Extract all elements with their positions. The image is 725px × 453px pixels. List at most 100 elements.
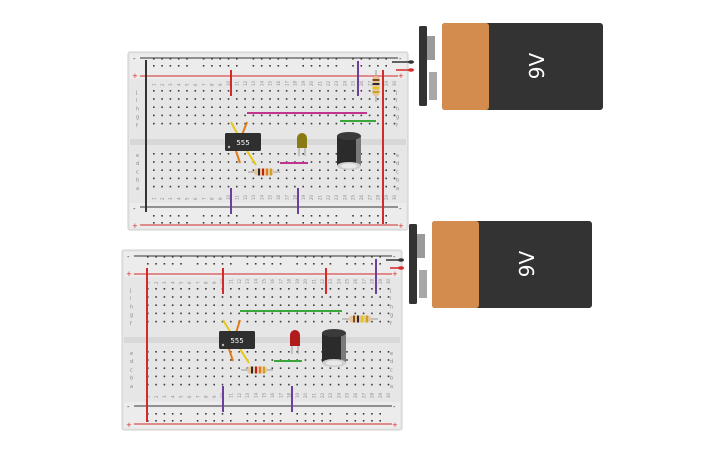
ic-555-chip[interactable]: 555 bbox=[219, 331, 255, 349]
terminal-hole bbox=[155, 359, 157, 361]
resistor-horizontal[interactable] bbox=[241, 366, 273, 374]
row-letter: i bbox=[390, 296, 391, 302]
terminal-hole bbox=[279, 320, 282, 323]
row-letter: e bbox=[390, 351, 393, 357]
terminal-hole bbox=[153, 177, 155, 180]
led-yellow[interactable] bbox=[297, 133, 307, 156]
led-red[interactable] bbox=[290, 330, 300, 354]
row-letter: h bbox=[390, 304, 393, 310]
terminal-hole bbox=[371, 288, 373, 290]
terminal-hole bbox=[352, 185, 354, 188]
wire-orange-lower[interactable] bbox=[228, 348, 234, 362]
terminal-hole bbox=[387, 312, 390, 315]
resistor-vertical[interactable] bbox=[372, 70, 380, 102]
wire-yellow-upper[interactable] bbox=[230, 121, 239, 136]
terminal-hole bbox=[244, 114, 246, 117]
terminal-hole bbox=[385, 169, 387, 171]
terminal-hole bbox=[327, 161, 329, 163]
capacitor-electrolytic[interactable] bbox=[322, 329, 346, 367]
terminal-hole bbox=[302, 90, 304, 92]
wire-orange-lower[interactable] bbox=[235, 150, 241, 164]
terminal-hole bbox=[254, 383, 257, 386]
terminal-hole bbox=[377, 106, 379, 108]
terminal-hole bbox=[277, 114, 280, 117]
hole-grid bbox=[153, 58, 396, 224]
terminal-hole bbox=[352, 114, 354, 117]
rail-hole bbox=[169, 58, 172, 60]
terminal-hole bbox=[337, 296, 340, 298]
rail-hole bbox=[246, 413, 249, 415]
terminal-hole bbox=[346, 296, 348, 298]
row-letter: d bbox=[390, 359, 393, 365]
rail-hole bbox=[360, 65, 363, 67]
terminal-hole bbox=[346, 312, 348, 315]
rail-hole bbox=[227, 58, 230, 60]
terminal-hole bbox=[161, 98, 163, 100]
terminal-hole bbox=[354, 296, 357, 298]
column-number: 2 bbox=[160, 197, 165, 200]
wire-yellow-lower[interactable] bbox=[246, 150, 257, 166]
row-letter: g bbox=[396, 115, 399, 121]
rail-hole bbox=[327, 65, 329, 67]
wire-yellow-lower[interactable] bbox=[239, 348, 250, 364]
wire-orange-upper[interactable] bbox=[241, 121, 248, 136]
column-number: 24 bbox=[342, 80, 347, 86]
row-letter: i bbox=[136, 98, 137, 104]
resistor-horizontal-right[interactable] bbox=[342, 315, 378, 323]
terminal-hole bbox=[221, 312, 224, 315]
wire-yellow-upper[interactable] bbox=[222, 319, 232, 334]
terminal-hole bbox=[186, 185, 188, 188]
ic-555-chip[interactable]: 555 bbox=[225, 133, 261, 151]
terminal-hole bbox=[368, 169, 371, 171]
terminal-hole bbox=[385, 98, 387, 100]
terminal-hole bbox=[271, 288, 274, 290]
terminal-hole bbox=[296, 320, 298, 323]
terminal-hole bbox=[321, 304, 323, 306]
terminal-hole bbox=[321, 320, 323, 323]
terminal-hole bbox=[329, 312, 332, 315]
rail-hole bbox=[354, 256, 357, 258]
column-number: 25 bbox=[345, 278, 350, 284]
rail-hole bbox=[246, 263, 249, 265]
row-letter: e bbox=[130, 351, 133, 357]
rail-hole bbox=[379, 263, 381, 265]
resistor-horizontal[interactable] bbox=[248, 168, 280, 176]
rail-hole bbox=[171, 256, 174, 258]
battery-9v[interactable]: 9V bbox=[392, 23, 603, 110]
terminal-hole bbox=[296, 351, 298, 353]
capacitor-electrolytic[interactable] bbox=[337, 132, 361, 170]
rail-hole bbox=[180, 263, 182, 265]
rail-hole bbox=[205, 263, 207, 265]
rail-hole bbox=[211, 65, 213, 67]
terminal-hole bbox=[238, 288, 240, 290]
column-number: 5 bbox=[179, 395, 184, 398]
terminal-hole bbox=[321, 367, 323, 369]
terminal-hole bbox=[354, 288, 357, 290]
terminal-hole bbox=[379, 367, 381, 369]
battery-9v[interactable]: 9V bbox=[386, 221, 592, 308]
rail-hole bbox=[335, 222, 338, 224]
terminal-hole bbox=[304, 359, 307, 361]
terminal-hole bbox=[221, 296, 224, 298]
terminal-hole bbox=[379, 351, 381, 353]
rail-hole bbox=[221, 420, 224, 422]
rail-hole bbox=[260, 215, 263, 217]
column-number: 12 bbox=[237, 278, 242, 284]
terminal-hole bbox=[171, 296, 174, 298]
terminal-hole bbox=[221, 375, 224, 378]
terminal-hole bbox=[319, 90, 321, 92]
rail-hole bbox=[362, 263, 365, 265]
rail-hole bbox=[260, 65, 263, 67]
terminal-hole bbox=[227, 122, 230, 125]
terminal-hole bbox=[188, 367, 191, 369]
terminal-hole bbox=[310, 185, 313, 188]
column-number: 29 bbox=[384, 80, 389, 86]
terminal-hole bbox=[327, 90, 329, 92]
rail-hole bbox=[377, 58, 379, 60]
wire-orange-upper[interactable] bbox=[235, 319, 241, 334]
terminal-hole bbox=[155, 296, 157, 298]
rail-plus-sign: + bbox=[392, 421, 398, 429]
terminal-hole bbox=[252, 98, 255, 100]
rail-hole bbox=[379, 413, 381, 415]
rail-hole bbox=[319, 215, 321, 217]
